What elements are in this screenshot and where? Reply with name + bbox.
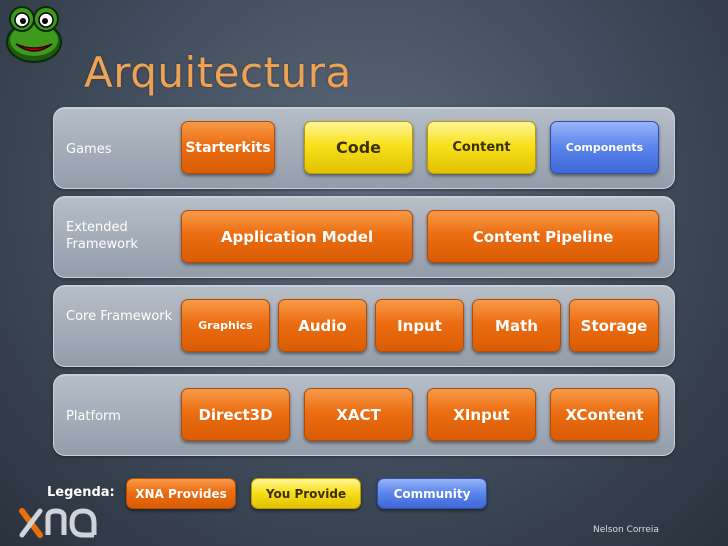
box-input[interactable]: Input xyxy=(375,299,464,352)
layer-label-platform: Platform xyxy=(66,409,121,424)
box-components[interactable]: Components xyxy=(550,121,659,174)
box-code[interactable]: Code xyxy=(304,121,413,174)
legend-label: Legenda: xyxy=(47,485,115,500)
box-xinput[interactable]: XInput xyxy=(427,388,536,441)
box-content-pipeline[interactable]: Content Pipeline xyxy=(427,210,659,263)
layer-label-games: Games xyxy=(66,142,112,157)
layer-label-core-framework: Core Framework xyxy=(66,309,173,324)
box-audio[interactable]: Audio xyxy=(278,299,367,352)
box-xact[interactable]: XACT xyxy=(304,388,413,441)
box-content[interactable]: Content xyxy=(427,121,536,174)
box-application-model[interactable]: Application Model xyxy=(181,210,413,263)
xna-logo-icon xyxy=(19,508,97,538)
box-xcontent[interactable]: XContent xyxy=(550,388,659,441)
legend-community: Community xyxy=(377,478,487,509)
page-title: Arquitectura xyxy=(84,48,352,97)
layer-label-extended-framework: Extended Framework xyxy=(66,220,138,252)
legend-you-provide: You Provide xyxy=(251,478,361,509)
legend-xna-provides: XNA Provides xyxy=(126,478,236,509)
box-starterkits[interactable]: Starterkits xyxy=(181,121,275,174)
box-direct3d[interactable]: Direct3D xyxy=(181,388,290,441)
author-credit: Nelson Correia xyxy=(593,525,659,535)
box-math[interactable]: Math xyxy=(472,299,561,352)
box-storage[interactable]: Storage xyxy=(569,299,659,352)
box-graphics[interactable]: Graphics xyxy=(181,299,270,352)
frog-logo-icon xyxy=(6,6,62,63)
